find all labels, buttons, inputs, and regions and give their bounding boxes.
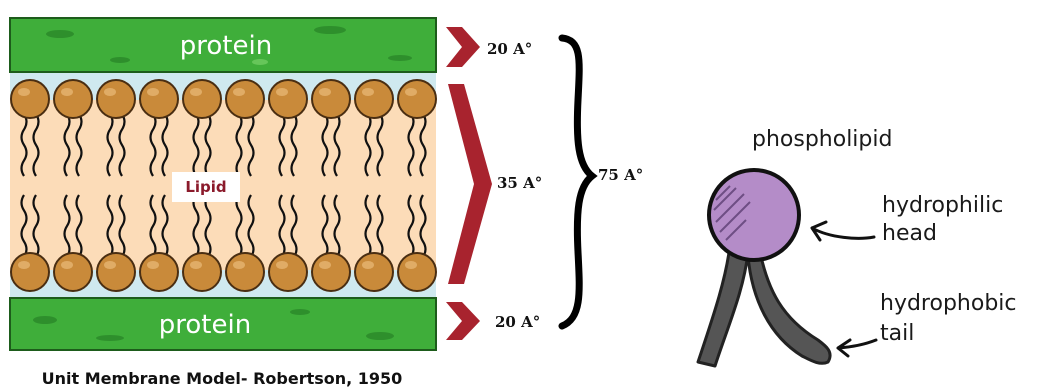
lipid-head [11,253,49,291]
top-protein-arrow [446,27,480,67]
lipid-head [183,253,221,291]
hydrophobic-arrow-icon [838,340,876,356]
lipid-head-highlight [276,88,288,96]
lipid-arrow [448,84,492,284]
dim-middle-label: 35 A° [497,174,542,192]
bottom-protein-layer: protein [10,298,436,350]
lipid-head [398,253,436,291]
lipid-head-highlight [405,88,417,96]
lipid-head [140,80,178,118]
lipid-head-highlight [362,261,374,269]
lipid-head-highlight [362,88,374,96]
hydrophilic-label-line1: hydrophilic [882,193,1003,218]
phospholipid-illustration [698,170,830,366]
lipid-head [312,253,350,291]
hydrophobic-label-line1: hydrophobic [880,291,1017,316]
dim-total-label: 75 A° [598,166,643,184]
lipid-head [97,80,135,118]
lipid-head [269,253,307,291]
lipid-head-highlight [190,261,202,269]
lipid-head [11,80,49,118]
lipid-head-highlight [276,261,288,269]
top-protein-layer: protein [10,18,436,72]
lipid-head [355,253,393,291]
hydrophobic-label-line2: tail [880,321,914,346]
lipid-head [54,253,92,291]
lipid-head-highlight [61,88,73,96]
lipid-head-highlight [61,261,73,269]
hydrophilic-arrow-icon [812,222,874,240]
lipid-head-highlight [233,88,245,96]
lipid-head [140,253,178,291]
lipid-head-highlight [147,261,159,269]
lipid-head [183,80,221,118]
lipid-head-highlight [147,88,159,96]
left-hydrophobic-tail [698,245,748,366]
lipid-label: Lipid [185,178,226,196]
lipid-head [312,80,350,118]
lipid-head [226,253,264,291]
top-protein-label: protein [180,31,272,61]
lipid-head-highlight [104,261,116,269]
lipid-head-highlight [405,261,417,269]
lipid-head-highlight [319,88,331,96]
lipid-head [226,80,264,118]
lipid-head [355,80,393,118]
right-hydrophobic-tail [748,252,830,363]
total-thickness-brace [562,38,592,326]
lipid-head [97,253,135,291]
hydrophilic-label-line2: head [882,221,937,246]
lipid-head [398,80,436,118]
phospholipid-title: phospholipid [752,127,892,152]
lipid-head-highlight [233,261,245,269]
dim-bottom-label: 20 A° [495,313,540,331]
dim-top-label: 20 A° [487,40,532,58]
lipid-head [269,80,307,118]
figure-caption: Unit Membrane Model- Robertson, 1950 [42,369,403,388]
lipid-head-highlight [18,88,30,96]
bottom-protein-label: protein [159,310,251,340]
lipid-head-highlight [18,261,30,269]
lipid-head-highlight [190,88,202,96]
lipid-head [54,80,92,118]
bottom-protein-arrow [446,302,480,340]
lipid-head-highlight [104,88,116,96]
lipid-head-highlight [319,261,331,269]
